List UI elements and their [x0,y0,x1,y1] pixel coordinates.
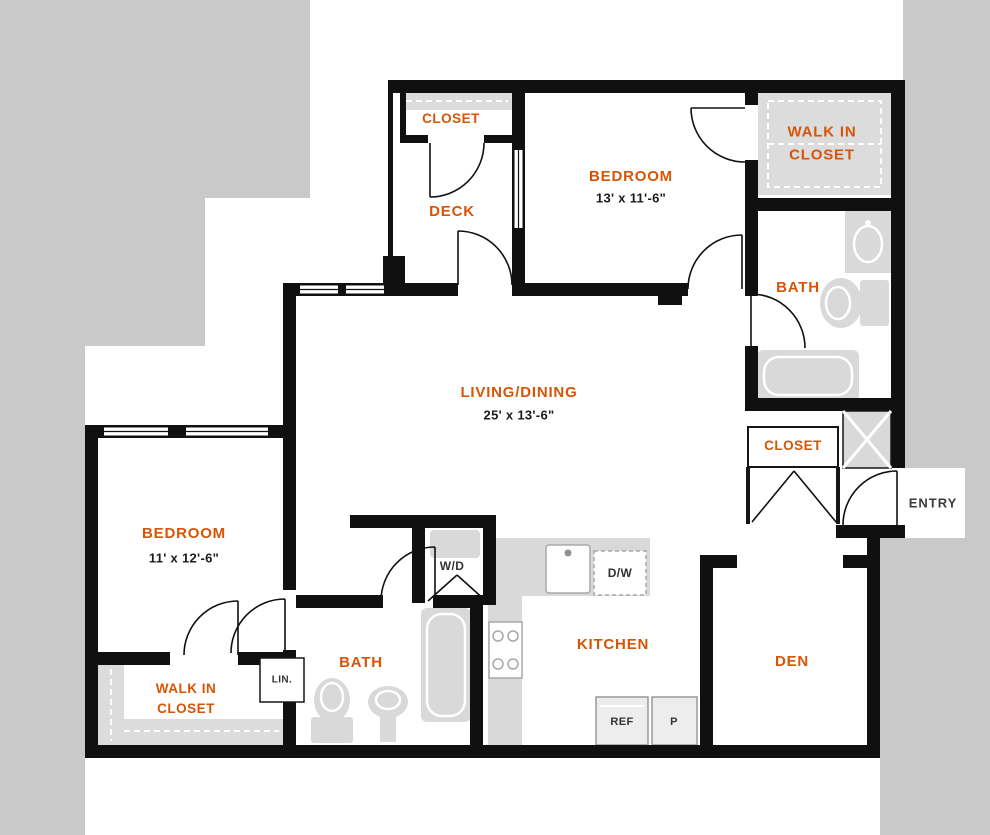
bathtub-icon [757,350,859,402]
refrigerator-box [595,696,649,746]
hall-closet-box [746,426,840,524]
closet-shelving-hatch [98,93,891,745]
kitchen-sink-icon [545,544,591,594]
linen-closet-box [259,657,305,703]
shaft-x-icon [841,410,893,469]
windows-layer [104,150,523,436]
washer-dryer-icon [430,530,480,558]
walls-layer [85,80,905,758]
pantry-box [651,696,698,746]
door-swing-arcs [183,107,898,656]
stove-icon [488,621,523,679]
bathtub-icon [421,608,471,722]
toilet-icon [820,278,889,328]
vanity-sink-icon [845,211,891,273]
dishwasher-box [593,550,647,596]
pedestal-sink-icon [368,686,408,742]
toilet-icon [311,678,353,743]
